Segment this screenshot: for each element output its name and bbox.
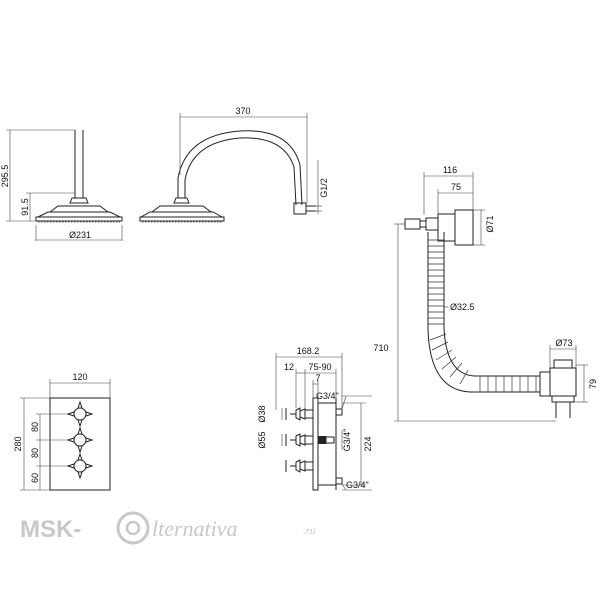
shower-arm-view: 370 G1/2 — [139, 106, 329, 223]
shower-arm-width: 370 — [235, 106, 250, 116]
valve-thread-middle: G3/4" — [342, 429, 352, 452]
side-handle-middle — [285, 433, 314, 447]
valve-thread-top: G3/4" — [316, 391, 339, 401]
valve-side-view: 168.2 12 75-90 7 Ø38 Ø55 G3/4" G3/4" G3/… — [257, 346, 373, 491]
valve-depth-range: 75-90 — [308, 362, 331, 372]
cross-handle-bottom — [66, 452, 94, 480]
valve-spacing-top: 80 — [30, 422, 40, 432]
shower-head-view: 295.5 91.5 Ø231 — [0, 129, 123, 241]
shower-head-height-total: 295.5 — [0, 165, 10, 188]
valve-spacing-bottom: 60 — [30, 473, 40, 483]
valve-side-height: 224 — [363, 436, 373, 451]
side-handle-bottom — [285, 459, 314, 473]
shower-head-height: 91.5 — [20, 198, 30, 216]
watermark: MSK- lternativa .ru — [20, 511, 316, 545]
side-handle-top — [285, 407, 314, 421]
valve-height: 280 — [13, 436, 23, 451]
bath-filler-view: 116 75 Ø71 Ø32.5 710 Ø73 79 — [373, 165, 598, 422]
bath-filler-handle-diameter: Ø71 — [485, 215, 495, 232]
hose-corrugation — [428, 239, 537, 392]
valve-body-diameter: Ø55 — [257, 431, 267, 448]
valve-knob-diameter: Ø38 — [257, 405, 267, 422]
valve-depth-a: 12 — [284, 362, 294, 372]
valve-depth-total: 168.2 — [297, 346, 320, 356]
valve-front-view: 120 280 80 80 60 — [13, 372, 111, 491]
shower-head-diameter: Ø231 — [69, 230, 91, 240]
valve-depth-b: 7 — [315, 373, 320, 383]
cross-handle-top — [66, 400, 94, 428]
watermark-right: lternativa — [152, 516, 238, 541]
watermark-left: MSK- — [20, 516, 81, 543]
bath-waste-diameter: Ø73 — [555, 338, 572, 348]
bath-waste-height: 79 — [588, 379, 598, 389]
bath-filler-hose-diameter: Ø32.5 — [450, 302, 475, 312]
bath-filler-height: 710 — [373, 343, 388, 353]
shower-arm-thread: G1/2 — [319, 178, 329, 198]
watermark-suffix: .ru — [303, 525, 316, 537]
bath-filler-width-inner: 75 — [451, 182, 461, 192]
valve-width: 120 — [72, 372, 87, 382]
cross-handle-middle — [66, 426, 94, 454]
bath-filler-width-total: 116 — [443, 165, 457, 175]
valve-spacing-middle: 80 — [30, 448, 40, 458]
at-sign-icon — [116, 511, 150, 545]
